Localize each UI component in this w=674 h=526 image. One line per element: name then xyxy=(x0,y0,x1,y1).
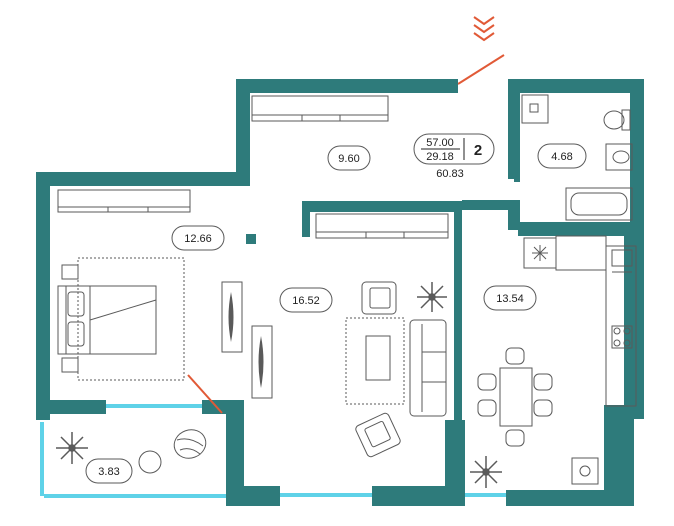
entrance-door-swing xyxy=(457,54,505,85)
outer-walls xyxy=(36,79,644,506)
svg-text:9.60: 9.60 xyxy=(338,153,359,165)
dining-table xyxy=(477,347,553,447)
sofa xyxy=(409,319,447,417)
rooms-count: 2 xyxy=(474,142,482,159)
room-label-bathroom: 4.68 xyxy=(537,143,587,169)
balcony-chair xyxy=(173,429,207,459)
fridge xyxy=(523,237,557,269)
kitchen-area-value: 29.18 xyxy=(426,151,454,163)
kitchen-counter xyxy=(555,235,637,407)
wardrobe-hall xyxy=(251,95,389,122)
living-area-value: 57.00 xyxy=(426,137,454,149)
area-summary: 57.00 29.18 2 60.83 xyxy=(413,133,495,180)
plant-icon xyxy=(56,432,88,464)
living-mirror xyxy=(251,325,273,399)
svg-text:12.66: 12.66 xyxy=(184,233,212,245)
room-label-bedroom: 12.66 xyxy=(171,225,225,251)
svg-text:16.52: 16.52 xyxy=(292,295,320,307)
plant-icon xyxy=(470,456,502,488)
armchair-bottom xyxy=(355,412,401,458)
room-label-kitchen: 13.54 xyxy=(483,285,537,311)
wardrobe-living xyxy=(315,213,449,239)
room-label-living-room: 16.52 xyxy=(279,287,333,313)
sink xyxy=(605,143,633,171)
bedroom-mirror xyxy=(221,281,243,353)
room-label-balcony: 3.83 xyxy=(85,458,133,484)
washing-machine xyxy=(521,94,549,124)
armchair-top xyxy=(361,281,397,315)
toilet xyxy=(603,109,631,131)
plant-icon xyxy=(417,282,447,312)
living-rug xyxy=(345,317,405,405)
bedroom-rug xyxy=(77,257,185,381)
balcony-door-swing xyxy=(187,374,223,414)
wardrobe-bedroom xyxy=(57,189,191,213)
room-label-hall: 9.60 xyxy=(327,145,371,171)
double-chevron-down-icon xyxy=(473,16,495,42)
svg-text:4.68: 4.68 xyxy=(551,151,572,163)
boiler xyxy=(571,457,599,485)
svg-text:13.54: 13.54 xyxy=(496,293,524,305)
windows xyxy=(40,404,506,498)
interior-walls xyxy=(246,170,644,422)
svg-text:3.83: 3.83 xyxy=(98,466,119,478)
balcony-table xyxy=(138,450,162,474)
bed xyxy=(57,264,157,373)
total-area-value: 60.83 xyxy=(436,168,464,180)
bathtub xyxy=(565,187,633,221)
